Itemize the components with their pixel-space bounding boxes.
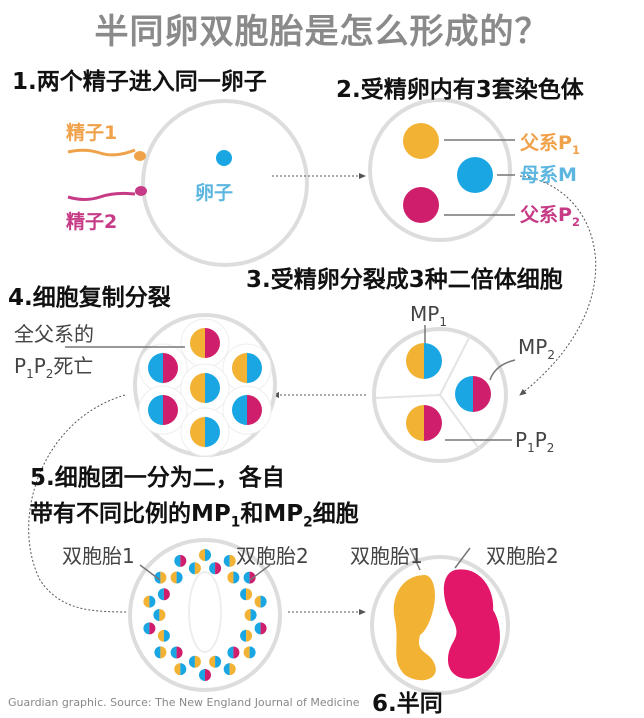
- blastocyst-cell: [153, 609, 166, 621]
- arrow-2-3: [519, 175, 597, 396]
- cluster-cell: [190, 328, 220, 358]
- blastocyst-cell: [227, 646, 240, 659]
- egg-cell: [141, 99, 309, 267]
- sperm-1-icon: [67, 148, 146, 161]
- cluster-cell: [232, 395, 262, 425]
- blastocyst-cell: [188, 562, 201, 575]
- cluster-cell: [232, 353, 262, 383]
- cell-mp2: [455, 376, 491, 412]
- step5-line1: 5.细胞团一分为二，各自: [30, 465, 285, 491]
- maternal-m-label: 母系M: [520, 164, 577, 186]
- embryo-twin1: [393, 575, 436, 681]
- blastocyst-cell: [243, 571, 256, 584]
- source-footer: Guardian graphic. Source: The New Englan…: [8, 696, 360, 709]
- blastocyst-cell: [157, 629, 170, 642]
- step3-label: 3.受精卵分裂成3种二倍体细胞: [246, 267, 563, 293]
- cluster-cell: [148, 395, 178, 425]
- step2-label: 2.受精卵内有3套染色体: [336, 77, 584, 103]
- step6-label: 6.半同: [372, 691, 443, 717]
- blastocyst-cell: [254, 595, 267, 608]
- blastocyst-cell: [188, 655, 201, 668]
- dead-cell-note-line1: 全父系的: [14, 322, 94, 346]
- egg-label: 卵子: [195, 182, 234, 204]
- dead-cell-note-line2: P1P2死亡: [14, 354, 94, 381]
- step6-twin1-label: 双胞胎1: [350, 544, 423, 568]
- step1-label: 1.两个精子进入同一卵子: [12, 69, 267, 95]
- blastocyst-cell: [174, 554, 187, 567]
- three-cell-embryo: [372, 325, 516, 463]
- blastocyst-cell: [154, 646, 167, 659]
- blastocyst-cell: [143, 595, 156, 608]
- blastocyst-cell: [157, 588, 170, 601]
- blastocyst-cell: [209, 562, 222, 575]
- cell-cluster: [65, 313, 277, 457]
- blastocyst-cell: [244, 609, 257, 621]
- sperm2-label: 精子2: [66, 211, 118, 233]
- step4-label: 4.细胞复制分裂: [8, 285, 171, 311]
- blastocyst-cell: [240, 629, 253, 642]
- sperm-2-icon: [67, 186, 147, 201]
- twin-embryos: [370, 547, 510, 695]
- egg-nucleus: [216, 150, 232, 166]
- paternal-p2-label: 父系P2: [520, 204, 580, 229]
- blastocyst-cell: [240, 588, 253, 601]
- blastocyst-cell: [243, 646, 256, 659]
- blastocyst-cell: [209, 655, 222, 668]
- cell-p1p2: [406, 405, 442, 441]
- blastocyst: [128, 538, 282, 692]
- p1p2-label: P1P2: [515, 428, 555, 455]
- blastocyst-cell: [227, 571, 240, 584]
- cluster-cell: [190, 417, 220, 447]
- page-title: 半同卵双胞胎是怎么形成的？: [94, 12, 550, 52]
- mp2-label: MP2: [518, 335, 555, 362]
- embryo-twin2: [443, 569, 500, 679]
- blastocyst-cell: [143, 622, 156, 635]
- blastocyst-cell: [199, 549, 211, 561]
- step5-line2: 带有不同比例的MP1和MP2细胞: [30, 501, 359, 531]
- step5-twin1-label: 双胞胎1: [62, 544, 135, 568]
- arrow-4-5: [28, 394, 129, 613]
- blastocyst-cell: [174, 663, 187, 676]
- cell-mp1: [406, 343, 442, 379]
- blastocyst-cell: [223, 663, 236, 676]
- zygote-cell: [368, 98, 515, 242]
- mp1-label: MP1: [410, 302, 447, 329]
- blastocyst-cell: [254, 622, 267, 635]
- cluster-cell: [190, 373, 220, 403]
- step5-twin2-label: 双胞胎2: [236, 544, 309, 568]
- blastocyst-cell: [170, 571, 183, 584]
- blastocyst-cell: [199, 669, 211, 681]
- paternal-p1-label: 父系P1: [520, 132, 580, 157]
- sperm1-label: 精子1: [66, 122, 118, 144]
- blastocyst-cell: [223, 554, 236, 567]
- cluster-cell: [148, 353, 178, 383]
- blastocyst-cell: [170, 646, 183, 659]
- step6-twin2-label: 双胞胎2: [486, 544, 559, 568]
